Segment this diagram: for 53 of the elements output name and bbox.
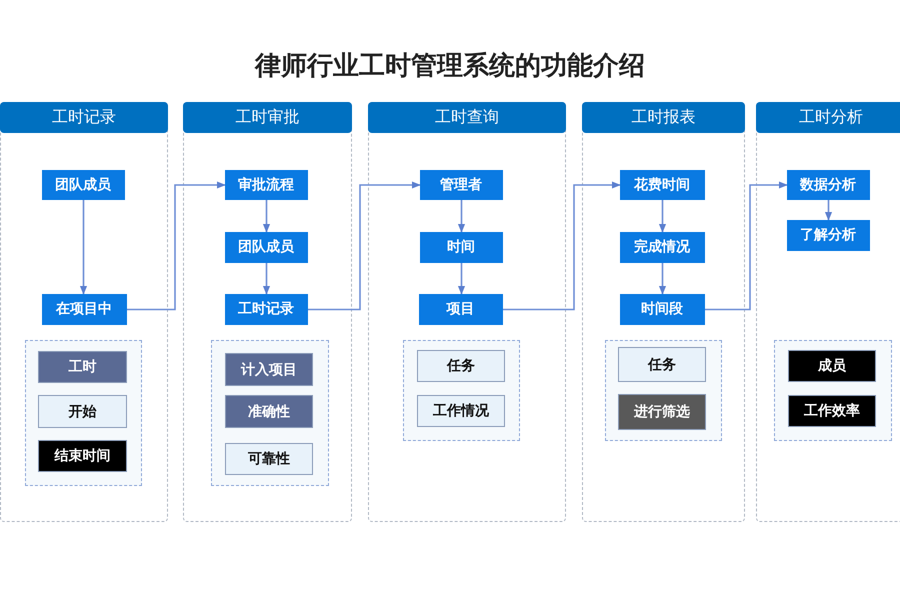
arrow (127, 181, 226, 310)
arrow (503, 181, 621, 310)
item-box: 工作情况 (417, 395, 505, 427)
process-box: 时间 (420, 232, 502, 262)
diagram-title: 律师行业工时管理系统的功能介绍 (254, 50, 646, 83)
item-box: 工时 (38, 351, 127, 383)
arrow (658, 263, 666, 295)
item-box: 成员 (788, 350, 876, 382)
group-box (210, 340, 328, 486)
item-box: 可靠性 (225, 443, 313, 475)
column-panel (0, 102, 168, 522)
process-box: 审批流程 (224, 170, 308, 200)
arrow (80, 200, 88, 295)
process-box: 团队成员 (224, 232, 308, 262)
process-box: 花费时间 (620, 170, 704, 200)
group-box (604, 340, 722, 440)
item-box: 结束时间 (38, 440, 127, 472)
column-header: 工时分析 (756, 102, 900, 133)
arrow (308, 181, 421, 310)
arrow (458, 200, 466, 233)
arrow (658, 200, 666, 233)
process-box: 了解分析 (786, 220, 870, 250)
item-box: 任务 (618, 347, 706, 382)
process-box: 在项目中 (42, 294, 126, 324)
group-box (24, 340, 142, 486)
process-box: 数据分析 (786, 170, 870, 200)
column-header: 工时记录 (0, 102, 168, 133)
column-panel (183, 102, 352, 522)
process-box: 管理者 (420, 170, 502, 200)
group-box (402, 340, 520, 440)
column-panel (368, 102, 566, 522)
arrow (458, 263, 466, 295)
arrow (824, 200, 832, 221)
arrow (705, 181, 788, 310)
group-box (774, 340, 892, 440)
item-box: 工作效率 (788, 395, 876, 427)
item-box: 准确性 (225, 395, 313, 428)
process-box: 工时记录 (224, 294, 308, 324)
item-box: 任务 (417, 350, 505, 382)
process-box: 完成情况 (620, 232, 704, 262)
column-header: 工时查询 (368, 102, 566, 133)
column-header: 工时报表 (582, 102, 745, 133)
process-box: 项目 (418, 294, 502, 324)
arrow (262, 200, 270, 233)
process-box: 团队成员 (42, 170, 124, 200)
item-box: 进行筛选 (618, 394, 706, 430)
item-box: 开始 (38, 395, 127, 428)
column-panel (756, 102, 900, 522)
column-panel (582, 102, 745, 522)
arrow (262, 263, 270, 295)
process-box: 时间段 (620, 294, 704, 324)
item-box: 计入项目 (225, 353, 313, 386)
column-header: 工时审批 (183, 102, 352, 133)
